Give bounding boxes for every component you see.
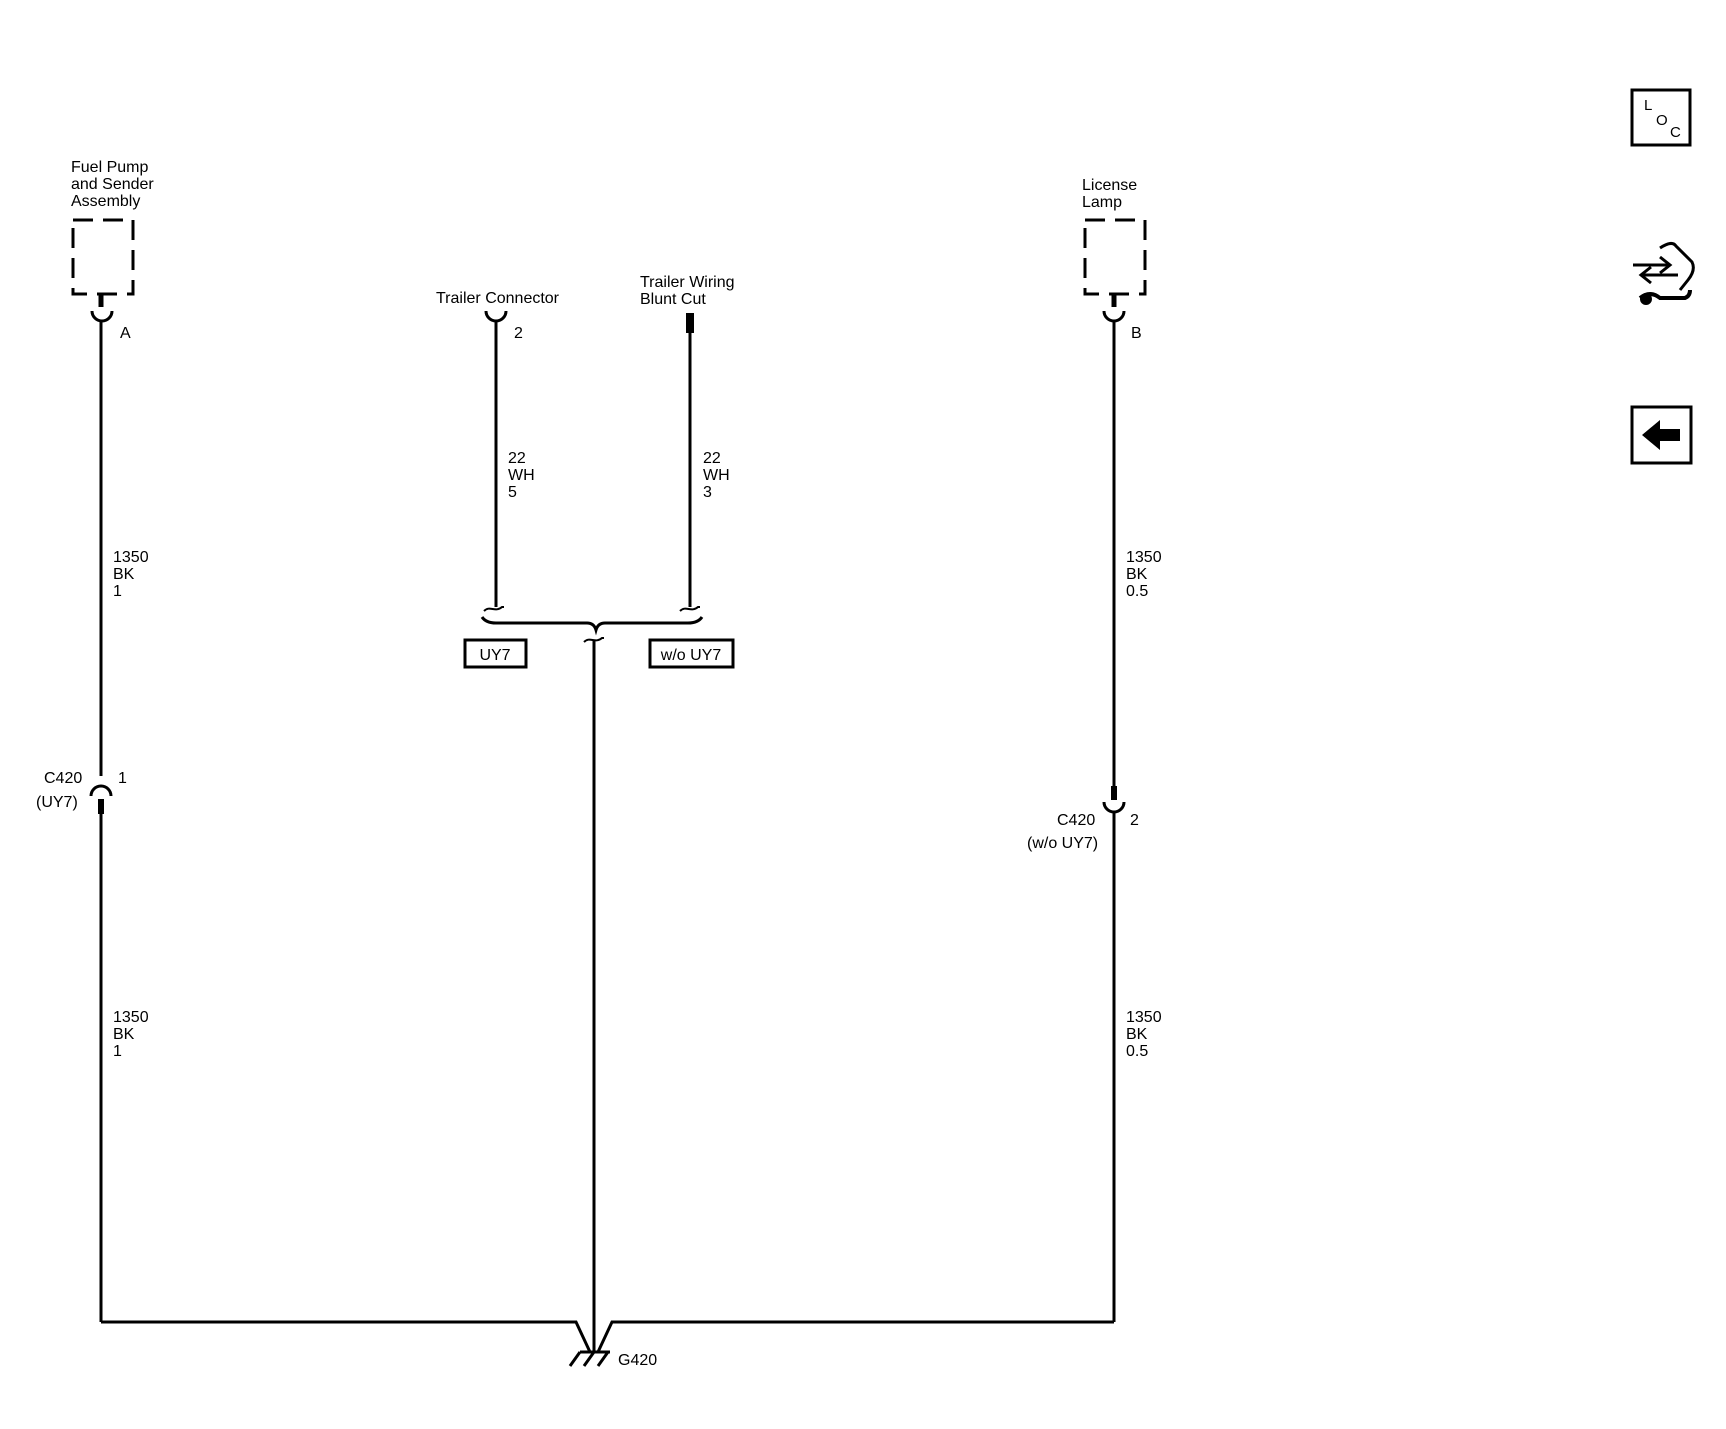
- c420-left-name: C420: [44, 770, 82, 787]
- loc-letter-l: L: [1644, 97, 1652, 114]
- left-bus-to-ground: [101, 1320, 592, 1353]
- option-box-uy7-frame: [463, 638, 528, 669]
- trailer-wiring-wire-label: 22 WH 3: [703, 450, 730, 501]
- wire-circuit: 1350: [1126, 1009, 1162, 1026]
- license-lamp-label-line-1: License: [1082, 177, 1137, 194]
- fuel-pump-wire-lower-label: 1350 BK 1: [113, 1009, 149, 1060]
- c420-right-pin: 2: [1130, 812, 1139, 829]
- wire-circuit: 22: [703, 450, 721, 467]
- c420-right-name: C420: [1057, 812, 1095, 829]
- fuel-pump-label-line-3: Assembly: [71, 193, 140, 210]
- arrow-left-icon: [1638, 265, 1678, 285]
- license-lamp-wire-lower-label: 1350 BK 0.5: [1126, 1009, 1162, 1060]
- license-lamp-component-outline: [1083, 218, 1147, 296]
- right-bus-to-ground: [596, 1320, 1114, 1353]
- wire-size: 5: [508, 484, 517, 501]
- loc-letter-c: C: [1670, 124, 1681, 141]
- ground-label: G420: [618, 1352, 657, 1369]
- license-lamp-pin: B: [1131, 325, 1142, 342]
- trailer-wiring-label-line-2: Blunt Cut: [640, 291, 706, 308]
- blunt-cut-end: [686, 313, 694, 333]
- back-arrow-icon: [1642, 420, 1680, 450]
- option-uy7-label: UY7: [479, 647, 510, 664]
- license-lamp-connector-symbol: [1102, 310, 1126, 323]
- trailer-connector-label: Trailer Connector: [436, 290, 560, 307]
- wire-color: BK: [1126, 1026, 1148, 1043]
- wire-color: BK: [113, 1026, 135, 1043]
- wire-circuit: 22: [508, 450, 526, 467]
- wire-size: 1: [113, 583, 122, 600]
- license-lamp-label-line-2: Lamp: [1082, 194, 1122, 211]
- trailer-wiring-label-line-1: Trailer Wiring: [640, 274, 735, 291]
- c420-right-connector-female: [1102, 801, 1126, 814]
- c420-right-option: (w/o UY7): [1027, 835, 1098, 852]
- trailer-connector-pin: 2: [514, 325, 523, 342]
- c420-left-connector: C420 (UY7) 1: [36, 770, 127, 814]
- trailer-connector: Trailer Connector 2: [436, 290, 560, 342]
- fuel-pump-connector-symbol: [90, 310, 114, 323]
- wire-color: WH: [508, 467, 535, 484]
- option-splice: [480, 606, 704, 643]
- loc-letter-o: O: [1656, 112, 1668, 129]
- splice-tilde-right: [679, 606, 700, 612]
- wire-circuit: 1350: [113, 1009, 149, 1026]
- wire-size: 3: [703, 484, 712, 501]
- trailer-wiring-blunt-cut: Trailer Wiring Blunt Cut: [640, 274, 735, 333]
- ground-tick-3: [596, 1351, 610, 1367]
- option-brace: [480, 616, 704, 636]
- location-button[interactable]: L O C: [1630, 88, 1692, 147]
- option-box-wo-uy7: w/o UY7: [648, 638, 735, 669]
- c420-left-pin: 1: [118, 770, 127, 787]
- option-box-wo-uy7-frame: [648, 638, 735, 669]
- license-lamp-wire-upper-label: 1350 BK 0.5: [1126, 549, 1162, 600]
- ground-tick-1: [568, 1351, 582, 1367]
- trailer-connector-wire-label: 22 WH 5: [508, 450, 535, 501]
- option-box-uy7: UY7: [463, 638, 528, 669]
- wire-size: 0.5: [1126, 1043, 1148, 1060]
- splice-tilde-left: [483, 606, 504, 612]
- wire-color: WH: [703, 467, 730, 484]
- wire-circuit: 1350: [113, 549, 149, 566]
- fuel-pump-label-line-1: Fuel Pump: [71, 159, 148, 176]
- wire-color: BK: [113, 566, 135, 583]
- wire-size: 1: [113, 1043, 122, 1060]
- wire-color: BK: [1126, 566, 1148, 583]
- option-wo-uy7-label: w/o UY7: [660, 647, 722, 664]
- location-button-frame: [1630, 88, 1692, 147]
- ground-symbol-g420: G420: [568, 1350, 657, 1369]
- fuel-pump-and-sender-assembly: Fuel Pump and Sender Assembly A: [71, 159, 154, 342]
- license-lamp: License Lamp B: [1082, 177, 1147, 342]
- fuel-pump-wire-upper-label: 1350 BK 1: [113, 549, 149, 600]
- c420-left-connector-female: [89, 784, 113, 797]
- fuel-pump-label-line-2: and Sender: [71, 176, 154, 193]
- ground-tick-2: [582, 1351, 596, 1367]
- fuel-pump-component-outline: [71, 218, 135, 296]
- wire-circuit: 1350: [1126, 549, 1162, 566]
- trailer-connector-symbol: [484, 310, 508, 323]
- arrow-right-icon: [1633, 255, 1673, 275]
- wrench-head-icon: [1640, 293, 1652, 305]
- c420-left-option: (UY7): [36, 794, 78, 811]
- connector-tool-icon[interactable]: [1633, 241, 1695, 305]
- fuel-pump-pin-label: A: [120, 325, 131, 342]
- wire-size: 0.5: [1126, 583, 1148, 600]
- c420-right-connector: C420 (w/o UY7) 2: [1027, 786, 1139, 852]
- hand-icon: [1659, 241, 1695, 291]
- back-button[interactable]: [1630, 405, 1693, 465]
